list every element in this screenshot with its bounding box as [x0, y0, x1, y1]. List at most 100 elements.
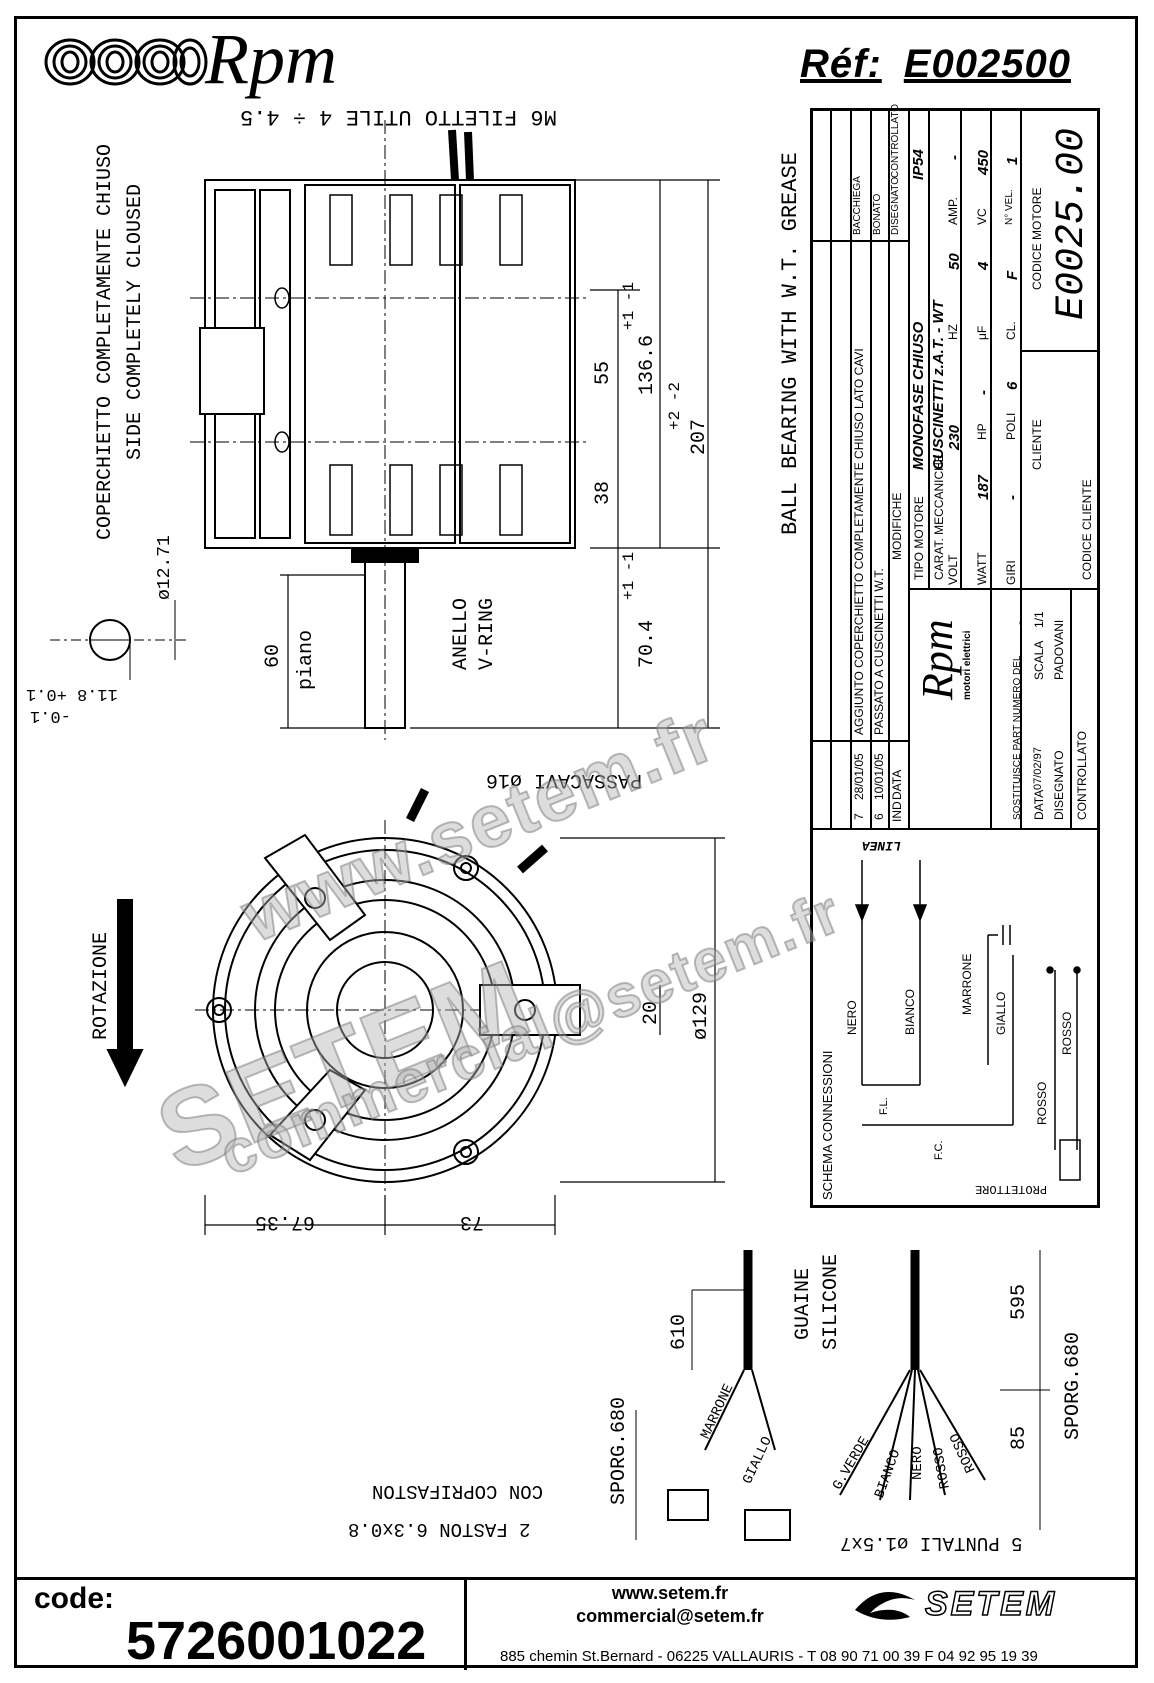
footer-email[interactable]: commercial@setem.fr	[576, 1606, 764, 1626]
tb-brand: Rpm	[913, 619, 962, 700]
footer-address: 885 chemin St.Bernard - 06225 VALLAURIS …	[500, 1648, 1038, 1665]
note-cover-en: SIDE COMPLETELY CLOUSED	[124, 183, 147, 460]
code-box: code: 5726001022	[16, 1577, 467, 1671]
title-block	[810, 108, 1100, 1208]
note-ring-it: ANELLO	[450, 597, 473, 670]
tb-volt: VOLT	[946, 554, 960, 585]
tb-rev6: PASSATO A CUSCINETTI W.T.	[872, 568, 886, 735]
tb-scala: SCALA	[1032, 640, 1046, 680]
code-value: 5726001022	[126, 1611, 427, 1671]
tb-codice-motore-v: E0025.00	[1050, 127, 1095, 320]
tb-cl: CL.	[1004, 321, 1018, 340]
drawing-frame	[14, 16, 1138, 1668]
reference: Réf: E002500	[800, 42, 1071, 87]
dim-207: 207	[688, 418, 711, 455]
note-cover-it: COPERCHIETTO COMPLETAMENTE CHIUSO	[94, 143, 117, 540]
tb-nvel: N° VEL.	[1004, 189, 1015, 225]
schema-title: SCHEMA CONNESSIONI	[820, 1050, 835, 1200]
dim-shaft-diameter: ø12.71	[155, 535, 175, 600]
note-puntali: 5 PUNTALI ø1.5x7	[840, 1532, 1023, 1554]
motor-front-view	[195, 787, 581, 1200]
tb-data-label: DATA	[1032, 789, 1046, 820]
tb-codice-cliente: CODICE CLIENTE	[1080, 479, 1094, 580]
schema-wire-giallo: GIALLO	[994, 991, 1008, 1035]
dim-keyway: 11.8 +0.1	[26, 684, 118, 703]
tb-rev6-no: 6	[872, 813, 886, 820]
tb-vc-v: 450	[975, 149, 992, 175]
tb-hz-v: 50	[946, 253, 963, 270]
tb-watt-v: 187	[975, 474, 992, 500]
tb-uf-v: 4	[975, 261, 992, 270]
tb-tipo-val: MONOFASE CHIUSO	[910, 321, 927, 470]
schema-wire-marrone: MARRONE	[960, 953, 974, 1015]
schema-wire-bianco: BIANCO	[903, 988, 917, 1035]
note-faston-2: 2 FASTON 6.3x0.8	[348, 1518, 531, 1540]
tb-codice-motore: CODICE MOTORE	[1030, 187, 1044, 290]
tb-brand-sub: motori elettrici	[962, 630, 973, 700]
tb-ind: IND	[890, 801, 904, 822]
tb-controllato: CONTROLLATO	[890, 103, 901, 178]
schema-fc: F.C.	[933, 1140, 945, 1160]
tb-watt: WATT	[975, 552, 989, 585]
dim-55: 55	[592, 360, 615, 385]
tb-giri: GIRI	[1004, 560, 1018, 585]
dim-38: 38	[592, 480, 615, 505]
tb-rev7: AGGIUNTO COPERCHIETTO COMPLETAMENTE CHIU…	[852, 348, 866, 735]
schema-wire-nero: NERO	[845, 1000, 859, 1035]
tb-hp-v: -	[975, 390, 992, 395]
tb-bonato: BONATO	[872, 193, 883, 235]
code-label: code:	[34, 1582, 115, 1615]
tb-carat: CARAT. MECCANICHE	[932, 454, 946, 580]
footer-web[interactable]: www.setem.fr	[611, 1583, 729, 1603]
tb-sostituisce: SOSTITUISCE PART NUMERO DEL	[1012, 655, 1023, 820]
tb-poli: POLI	[1004, 412, 1018, 440]
note-ring-en: V-RING	[476, 597, 499, 670]
tb-giri-v: -	[1004, 495, 1021, 500]
tb-dis: DISEGNATO	[1052, 750, 1066, 820]
tb-ip: IP54	[910, 149, 927, 180]
dim-136-tol: +1 -1	[620, 281, 638, 330]
ref-value: E002500	[903, 42, 1071, 86]
cable-drawing-left	[635, 1250, 791, 1541]
brand-name: Rpm	[205, 19, 337, 99]
tb-hp: HP	[975, 423, 989, 440]
dim-keyway-tol: -0.1	[30, 706, 71, 725]
tb-scala-v: 1/1	[1032, 611, 1046, 628]
note-guaine-2: SILICONE	[820, 1253, 843, 1350]
dim-595: 595	[1008, 1283, 1031, 1320]
dim-610: 610	[668, 1313, 691, 1350]
dim-67: 67.35	[255, 1210, 316, 1233]
note-piano: piano	[295, 629, 318, 690]
dim-sporg-left: SPORG.680	[608, 1396, 631, 1505]
schema-linea: LINEA	[862, 838, 902, 853]
tb-uf: μF	[975, 325, 989, 340]
note-guaine-1: GUAINE	[792, 1267, 815, 1340]
dim-207-tol: +2 -2	[666, 381, 684, 430]
dim-85: 85	[1008, 1425, 1031, 1450]
tb-data: DATA	[890, 769, 904, 800]
ref-label: Réf:	[800, 42, 882, 86]
dim-136: 136.6	[636, 334, 659, 395]
tb-carat-val: CUSCINETTI z.A.T. - WT	[930, 300, 947, 470]
tb-sostituisce-v: -	[1012, 621, 1026, 625]
tb-cl-v: F	[1004, 270, 1021, 280]
tb-dis-v: PADOVANI	[1052, 619, 1066, 680]
wiring-schema	[854, 860, 1081, 1181]
tb-rev6-date: 10/01/05	[872, 753, 886, 800]
tb-bacchiega: BACCHIEGA	[852, 176, 863, 235]
tb-vc: VC	[975, 208, 989, 225]
dim-70: 70.4	[636, 619, 659, 668]
tb-amp-v: -	[946, 155, 963, 160]
tb-disegnato: DISEGNATO	[890, 177, 901, 235]
tb-data-v: 07/02/97	[1032, 747, 1044, 790]
note-rotation: ROTAZIONE	[90, 931, 113, 1040]
note-bearing: BALL BEARING WITH W.T. GREASE	[778, 152, 803, 535]
tb-rev7-no: 7	[852, 813, 866, 820]
dim-sporg-right: SPORG.680	[1062, 1331, 1085, 1440]
tb-hz: HZ	[946, 324, 960, 340]
tb-nvel-v: 1	[1004, 156, 1021, 165]
tb-contr: CONTROLLATO	[1075, 731, 1089, 820]
tb-cliente: CLIENTE	[1030, 419, 1044, 470]
tb-rev7-date: 28/01/05	[852, 753, 866, 800]
tb-modifiche: MODIFICHE	[890, 492, 904, 560]
